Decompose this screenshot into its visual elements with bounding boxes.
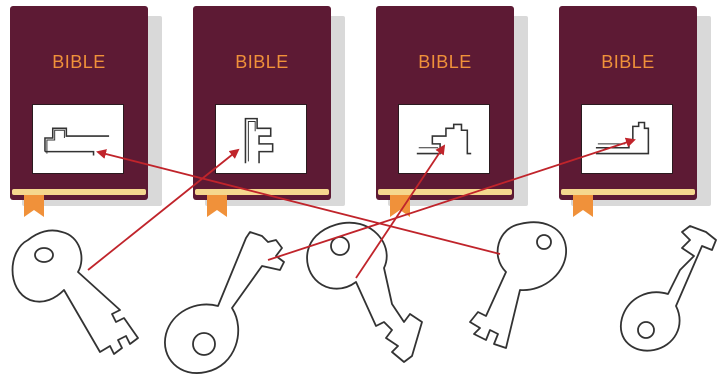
- book-pages: [195, 189, 329, 195]
- book-pages: [561, 189, 695, 195]
- bible-book-4[interactable]: BIBLE: [559, 6, 711, 217]
- keyhole-profile-1-icon: [32, 104, 124, 174]
- bible-book-3[interactable]: BIBLE: [376, 6, 528, 217]
- book-title: BIBLE: [418, 52, 472, 72]
- book-pages: [378, 189, 512, 195]
- key-5-icon[interactable]: [619, 225, 717, 352]
- bookmark-ribbon-icon: [207, 195, 227, 217]
- arrow-key4-to-book1: [96, 149, 501, 255]
- book-title: BIBLE: [601, 52, 655, 72]
- key-4-icon[interactable]: [469, 221, 567, 349]
- key-2-icon[interactable]: [164, 231, 285, 374]
- book-cover: BIBLE: [193, 6, 331, 200]
- bible-book-2[interactable]: BIBLE: [193, 6, 345, 217]
- arrow-key2-to-book4: [267, 137, 636, 261]
- book-title: BIBLE: [52, 52, 106, 72]
- book-title: BIBLE: [235, 52, 289, 72]
- arrow-key1-to-book2: [87, 148, 240, 271]
- book-cover: BIBLE: [10, 6, 148, 200]
- book-cover: BIBLE: [559, 6, 697, 200]
- key-1-icon[interactable]: [11, 229, 139, 355]
- keyhole-profile-3-icon: [398, 104, 490, 174]
- book-cover: BIBLE: [376, 6, 514, 200]
- bible-book-1[interactable]: BIBLE: [10, 6, 162, 217]
- bookmark-ribbon-icon: [573, 195, 593, 217]
- bookmark-ribbon-icon: [390, 195, 410, 217]
- bookmark-ribbon-icon: [24, 195, 44, 217]
- book-pages: [12, 189, 146, 195]
- arrow-key3-to-book3: [355, 144, 446, 279]
- keyhole-profile-2-icon: [215, 104, 307, 174]
